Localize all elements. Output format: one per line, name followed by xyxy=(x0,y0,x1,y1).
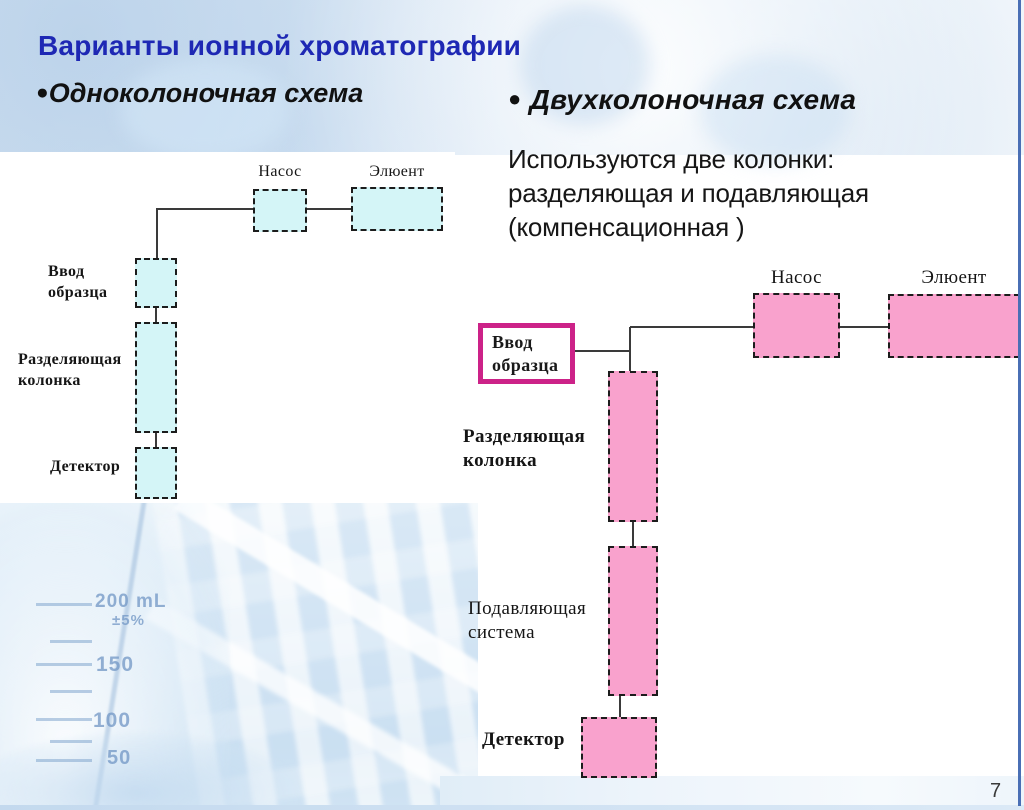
right-inlet-label-line2: образца xyxy=(492,355,559,375)
left-eluent-label: Элюент xyxy=(369,163,425,180)
flask-tick xyxy=(50,690,92,693)
right-accent-line xyxy=(1018,0,1021,806)
right-pump-box xyxy=(753,293,840,358)
right-suppressor-label: Подавляющая система xyxy=(468,597,586,645)
left-inlet-label-line2: образца xyxy=(48,284,108,301)
connector-line xyxy=(630,326,755,328)
left-column-label-line2: колонка xyxy=(18,372,81,389)
right-detector-box xyxy=(581,717,657,778)
bokeh-circle xyxy=(520,5,650,125)
right-pump-label: Насос xyxy=(771,267,822,288)
right-suppressor-label-line1: Подавляющая xyxy=(468,598,587,619)
left-separating-column-label: Разделяющая колонка xyxy=(18,349,122,391)
left-scheme-heading-text: Одноколоночная схема xyxy=(48,78,364,108)
right-scheme-heading-text: Двухколоночная схема xyxy=(529,84,857,115)
lab-photo-decoration: 200 mL ±5% 150 100 50 xyxy=(0,503,478,806)
right-suppressor-box xyxy=(608,546,658,696)
connector-line xyxy=(156,209,158,258)
right-column-label-line2: колонка xyxy=(463,450,538,471)
right-separating-column-box xyxy=(608,371,658,522)
flask-scale-50-label: 50 xyxy=(107,747,132,769)
connector-line xyxy=(619,695,621,717)
right-detector-label: Детектор xyxy=(482,729,565,750)
flask-tick xyxy=(50,740,92,743)
description-line: Используются две колонки: xyxy=(508,144,835,174)
right-eluent-box xyxy=(888,294,1020,358)
connector-line xyxy=(305,208,353,210)
left-pump-label: Насос xyxy=(258,163,302,180)
left-separating-column-box xyxy=(135,322,177,433)
bokeh-circle xyxy=(120,60,290,160)
connector-line xyxy=(575,350,630,352)
flask-tick xyxy=(36,718,92,721)
flask-scale-100-label: 100 xyxy=(93,709,132,732)
description-line: разделяющая и подавляющая xyxy=(508,178,869,208)
flask-tick xyxy=(36,663,92,666)
bottom-strip-decoration xyxy=(440,776,1024,806)
flask-tick xyxy=(36,759,92,762)
right-scheme-heading: ● Двухколоночная схема xyxy=(508,84,856,116)
left-inlet-label-line1: Ввод xyxy=(48,263,85,280)
left-pump-box xyxy=(253,189,307,232)
bullet-icon: ● xyxy=(36,81,49,104)
right-suppressor-label-line2: система xyxy=(468,622,535,643)
left-scheme-heading: ●Одноколоночная схема xyxy=(36,78,363,109)
right-scheme-description: Используются две колонки: разделяющая и … xyxy=(508,142,869,244)
flask-scale-200-label: 200 mL xyxy=(95,591,167,612)
connector-line xyxy=(155,307,157,323)
right-inlet-label-line1: Ввод xyxy=(492,332,533,352)
left-inlet-box xyxy=(135,258,177,308)
connector-line xyxy=(632,521,634,546)
right-eluent-label: Элюент xyxy=(921,267,987,288)
bullet-icon: ● xyxy=(508,86,522,111)
description-line: (компенсационная ) xyxy=(508,212,745,242)
left-inlet-label: Ввод образца xyxy=(48,261,107,303)
bokeh-circle xyxy=(700,55,850,165)
flask-tick xyxy=(36,603,92,606)
flask-scale-150-label: 150 xyxy=(96,653,135,676)
right-column-label-line1: Разделяющая xyxy=(463,426,586,447)
flask-tick xyxy=(50,640,92,643)
left-detector-box xyxy=(135,447,177,499)
slide-title: Варианты ионной хроматографии xyxy=(38,30,522,61)
left-eluent-box xyxy=(351,187,443,231)
connector-line xyxy=(155,432,157,448)
right-separating-column-label: Разделяющая колонка xyxy=(463,425,585,473)
left-detector-label: Детектор xyxy=(50,458,121,475)
left-column-label-line1: Разделяющая xyxy=(18,351,122,368)
right-inlet-box: Ввод образца xyxy=(478,323,575,384)
bottom-accent-line xyxy=(0,805,1024,810)
page-number: 7 xyxy=(990,780,1002,802)
connector-line xyxy=(629,327,631,371)
flask-scale-tolerance-label: ±5% xyxy=(112,612,145,629)
connector-line xyxy=(838,326,890,328)
connector-line xyxy=(156,208,255,210)
